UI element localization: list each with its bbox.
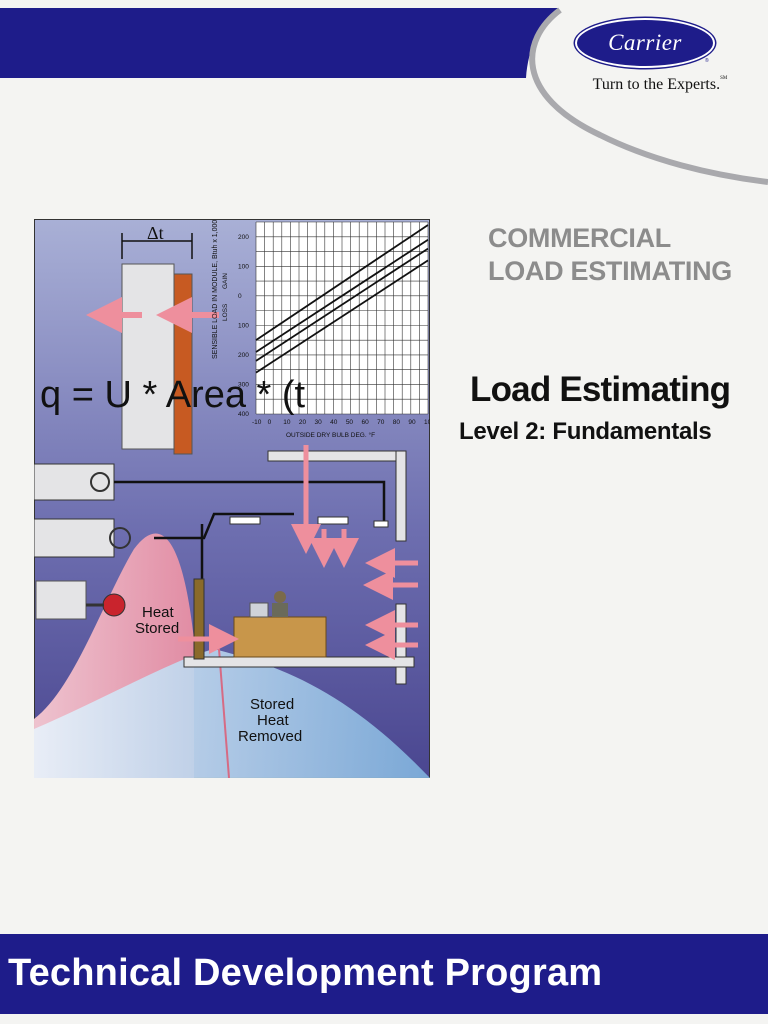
fan-icon [90,472,131,549]
chart-x-tick-label: 80 [393,419,401,426]
pump-icon [35,580,126,620]
chart-series-line-2 [255,238,429,353]
chart-y-loss-label: LOSS [222,303,229,321]
chart-x-tick-label: 30 [315,419,323,426]
chart-x-ticks: -10 0 10 20 30 40 50 60 70 80 90 10 [252,419,430,426]
chart-x-tick-label: 70 [377,419,385,426]
delta-t-label: Δt [147,223,164,243]
curve-divider [218,648,230,778]
chart: -10 0 10 20 30 40 50 60 70 80 90 10 200 100 0 100 200 30… [212,220,430,439]
chart-y-tick-label: 400 [238,411,249,418]
top-banner [0,8,558,78]
chart-y-tick-label: 100 [238,263,249,270]
stored-heat-removed-curve [34,649,430,778]
stored-heat-removed-line2: Heat [257,712,290,729]
chart-x-tick-label: 60 [361,419,369,426]
tagline-service-mark: SM [720,76,728,81]
chart-x-label: OUTSIDE DRY BULB DEG. °F [286,431,375,439]
chart-y-tick-label: 100 [238,322,249,329]
heat-stored-label-line1: Heat [142,604,175,621]
chart-series-line-3 [255,247,429,362]
stored-heat-removed-line3: Removed [238,728,302,745]
chart-x-tick-label: 10 [283,419,291,426]
series-heading: COMMERCIAL LOAD ESTIMATING [488,222,758,288]
top-banner-fill [0,8,558,78]
chart-y-gain-label: GAIN [222,273,229,289]
chart-x-tick-label: 0 [268,419,272,426]
chart-y-tick-label: 0 [238,293,242,300]
chart-y-tick-label: 200 [238,234,249,241]
chart-x-tick-label: 90 [408,419,416,426]
page-title: Load Estimating [470,370,731,409]
chart-y-label: SENSIBLE LOAD IN MODULE, Btuh x 1,000 [212,220,219,359]
registered-mark: ® [705,58,709,64]
person-icon [249,591,288,618]
heat-stored-label-line2: Stored [135,620,179,637]
program-title: Technical Development Program [8,952,603,994]
chart-x-tick-label: 20 [299,419,307,426]
chart-x-tick-label: 40 [330,419,338,426]
heat-flow-arrows [178,445,418,660]
stored-heat-removed-line1: Stored [250,696,294,713]
chart-y-tick-label: 300 [238,381,249,388]
tagline: Turn to the Experts.SM [560,76,760,94]
logo-text: Carrier [608,30,682,55]
column-post [193,578,205,660]
page-subtitle: Level 2: Fundamentals [459,418,712,445]
desk-icon [233,616,327,658]
chart-x-tick-label: 50 [346,419,354,426]
chart-x-tick-label: -10 [252,419,262,426]
series-heading-line2: LOAD ESTIMATING [488,256,732,286]
chart-y-tick-label: 200 [238,352,249,359]
series-heading-line1: COMMERCIAL [488,223,671,253]
equation-text: q = U * Area * (t [40,374,306,416]
carrier-logo: Carrier ® Turn to the Experts.SM [560,20,760,100]
bottom-banner: Technical Development Program [0,934,768,1014]
chart-series-line-4 [255,259,429,374]
chart-y-ticks: 200 100 0 100 200 300 400 [238,234,249,418]
swoosh-curve [529,7,768,185]
chart-series-line-1 [255,224,429,341]
chart-x-tick-label: 10 [424,419,430,426]
tagline-text: Turn to the Experts. [592,76,721,93]
chart-lines [255,224,429,374]
diffuser-icons [229,516,389,528]
logo-oval: Carrier [577,20,713,66]
